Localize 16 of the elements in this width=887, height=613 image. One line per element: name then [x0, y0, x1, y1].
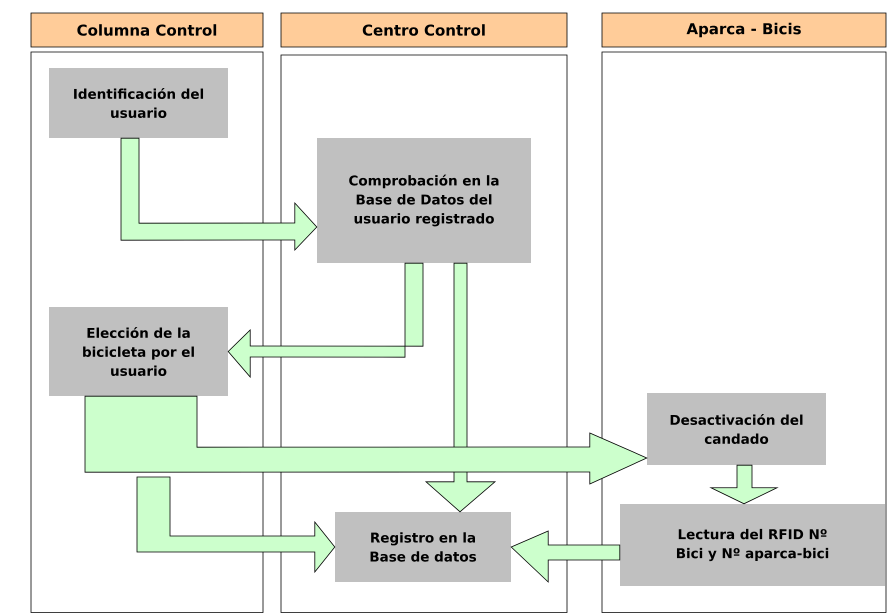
block-arrow	[424, 262, 496, 512]
process-box: Comprobación en la Base de Datos del usuario registrado	[317, 138, 531, 263]
process-box: Identificación del usuario	[49, 68, 228, 138]
block-arrow	[510, 530, 620, 583]
node-label: Aparca - Bicis	[686, 22, 801, 38]
block-arrow	[228, 262, 424, 378]
process-box: Elección de la bicicleta por el usuario	[49, 306, 228, 396]
process-box: Desactivación del candado	[647, 392, 826, 465]
block-arrow	[120, 138, 318, 251]
process-box: Registro en la Base de datos	[335, 512, 511, 582]
block-arrow	[84, 396, 648, 485]
node-label: Centro Control	[362, 24, 485, 36]
block-arrow	[136, 476, 336, 574]
block-arrow	[709, 464, 779, 504]
node-label: Columna Control	[77, 24, 216, 36]
process-box: Lectura del RFID Nº Bici y Nº aparca-bici	[620, 504, 885, 586]
